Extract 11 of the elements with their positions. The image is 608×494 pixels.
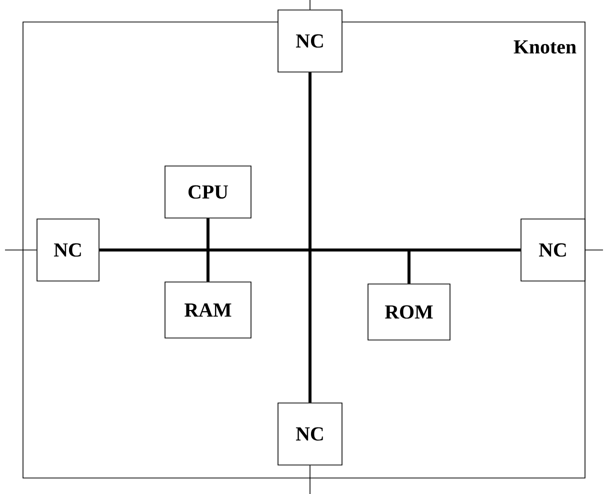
component-box: NC bbox=[278, 402, 342, 466]
component-box: NC bbox=[520, 218, 586, 282]
bus-line bbox=[408, 250, 410, 284]
component-box: NC bbox=[278, 10, 342, 72]
component-box: ROM bbox=[368, 284, 450, 340]
component-box: NC bbox=[36, 218, 100, 282]
component-box: CPU bbox=[164, 166, 252, 218]
bus-line bbox=[308, 72, 312, 403]
bus-line bbox=[206, 218, 210, 282]
component-box: RAM bbox=[164, 282, 252, 338]
bus-line bbox=[99, 248, 521, 252]
